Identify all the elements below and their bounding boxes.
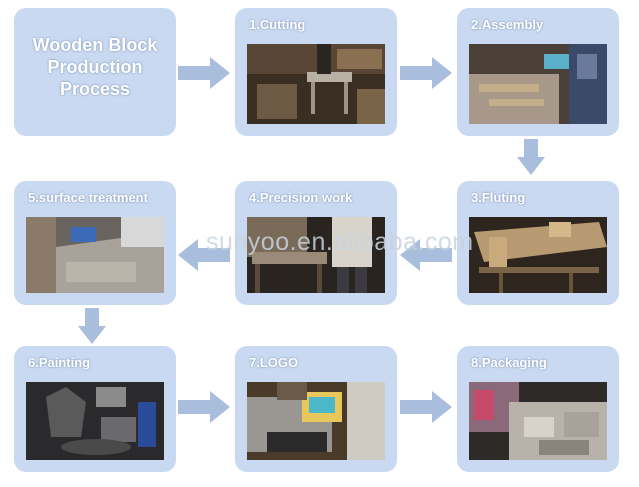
arrow-down-icon (517, 139, 545, 175)
arrow-left-icon (400, 239, 452, 271)
step-label: 3.Fluting (471, 190, 526, 205)
assembly-photo (469, 44, 607, 124)
step-logo: 7.LOGO (235, 346, 397, 472)
arrow-right-icon (400, 57, 452, 89)
step-assembly: 2.Assembly (457, 8, 619, 136)
step-label: 7.LOGO (249, 355, 299, 370)
step-label: 4.Precision work (249, 190, 353, 205)
arrow-down-icon (78, 308, 106, 344)
step-label: 8.Packaging (471, 355, 547, 370)
cutting-photo (247, 44, 385, 124)
title-line-2: Production (47, 57, 143, 77)
diagram-title: Wooden Block Production Process (14, 34, 176, 100)
arrow-right-icon (178, 57, 230, 89)
surface-treatment-photo (26, 217, 164, 293)
title-card: Wooden Block Production Process (14, 8, 176, 136)
step-label: 5.surface treatment (28, 190, 148, 205)
logo-photo (247, 382, 385, 460)
step-label: 2.Assembly (471, 17, 544, 32)
title-line-3: Process (59, 79, 131, 99)
step-cutting: 1.Cutting (235, 8, 397, 136)
painting-photo (26, 382, 164, 460)
fluting-photo (469, 217, 607, 293)
step-painting: 6.Painting (14, 346, 176, 472)
step-surface-treatment: 5.surface treatment (14, 181, 176, 305)
step-fluting: 3.Fluting (457, 181, 619, 305)
step-label: 1.Cutting (249, 17, 306, 32)
packaging-photo (469, 382, 607, 460)
arrow-right-icon (400, 391, 452, 423)
step-label: 6.Painting (28, 355, 91, 370)
arrow-left-icon (178, 239, 230, 271)
title-line-1: Wooden Block (32, 35, 158, 55)
precision-work-photo (247, 217, 385, 293)
step-packaging: 8.Packaging (457, 346, 619, 472)
arrow-right-icon (178, 391, 230, 423)
step-precision-work: 4.Precision work (235, 181, 397, 305)
